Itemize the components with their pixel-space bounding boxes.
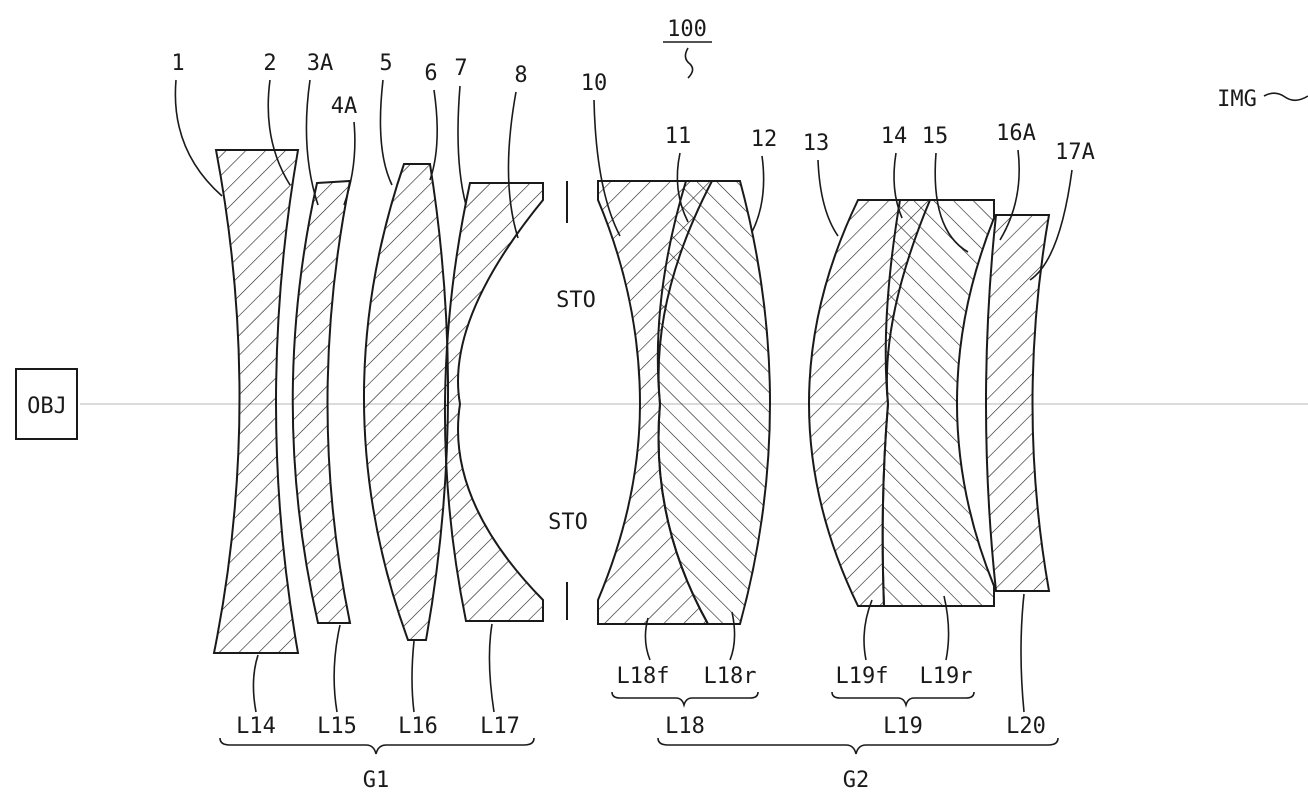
brace-g1 (219, 737, 535, 755)
label-L17: L17 (480, 714, 520, 739)
image-leader (1263, 92, 1308, 102)
leader-12 (751, 155, 765, 233)
leader-3A (305, 79, 319, 206)
leader-11 (676, 152, 689, 223)
label-L20: L20 (1006, 714, 1046, 739)
leader-L19r (943, 595, 950, 661)
leader-2 (267, 79, 291, 186)
group-label-g2: G2 (843, 768, 870, 793)
leader-4A (343, 121, 356, 206)
surface-label-2: 2 (263, 51, 276, 76)
surface-label-12: 12 (751, 127, 778, 152)
stop-label-bottom: STO (548, 510, 588, 535)
label-L19: L19 (883, 714, 923, 739)
reference-leader (684, 47, 694, 79)
brace-l18 (611, 691, 759, 708)
leader-16A (999, 149, 1020, 241)
leader-6 (429, 89, 438, 181)
lens-l14 (212, 149, 300, 654)
brace-g2 (657, 737, 1059, 755)
leader-7 (457, 85, 467, 206)
label-L15: L15 (317, 714, 357, 739)
surface-label-3A: 3A (307, 51, 334, 76)
label-L18: L18 (665, 714, 705, 739)
group-label-g1: G1 (363, 768, 390, 793)
leader-L17 (488, 623, 495, 713)
leader-L18r (729, 611, 736, 661)
label-L18f: L18f (617, 664, 670, 689)
lens-l18r (656, 180, 771, 625)
surface-label-8: 8 (514, 63, 527, 88)
leader-1 (174, 79, 223, 197)
leader-L19f (863, 599, 873, 661)
lens-l17 (444, 182, 544, 622)
label-L19r: L19r (920, 664, 973, 689)
surface-label-1: 1 (171, 51, 184, 76)
leader-L16 (411, 640, 415, 713)
reference-number: 100 (667, 17, 707, 42)
surface-label-14: 14 (881, 124, 908, 149)
leader-15 (934, 152, 969, 253)
leader-L14 (252, 654, 259, 713)
leader-14 (893, 152, 903, 219)
leader-17A (1029, 169, 1073, 281)
label-L19f: L19f (836, 664, 889, 689)
leader-8 (507, 91, 519, 239)
surface-label-17A: 17A (1055, 140, 1095, 165)
leader-5 (379, 79, 393, 186)
label-L18r: L18r (704, 664, 757, 689)
surface-label-15: 15 (922, 124, 949, 149)
object-box (15, 368, 78, 440)
surface-label-4A: 4A (331, 94, 358, 119)
stop-label-top: STO (556, 288, 596, 313)
label-L14: L14 (236, 714, 276, 739)
leader-L18f (644, 617, 651, 661)
surface-label-10: 10 (581, 71, 608, 96)
image-label: IMG (1217, 87, 1257, 112)
surface-label-16A: 16A (996, 121, 1036, 146)
leader-L15 (333, 624, 341, 713)
leader-13 (817, 159, 839, 237)
surface-label-5: 5 (379, 51, 392, 76)
surface-label-7: 7 (454, 56, 467, 81)
lens-l20 (985, 214, 1051, 592)
lens-l15 (291, 179, 352, 624)
surface-label-6: 6 (424, 61, 437, 86)
lens-l19r (881, 199, 995, 607)
leader-L20 (1020, 593, 1025, 713)
object-label: OBJ (27, 394, 67, 419)
surface-label-11: 11 (665, 124, 692, 149)
leader-10 (593, 99, 621, 237)
surface-label-13: 13 (803, 131, 830, 156)
label-L16: L16 (398, 714, 438, 739)
brace-l19 (831, 691, 975, 708)
lens-l16 (362, 163, 450, 641)
